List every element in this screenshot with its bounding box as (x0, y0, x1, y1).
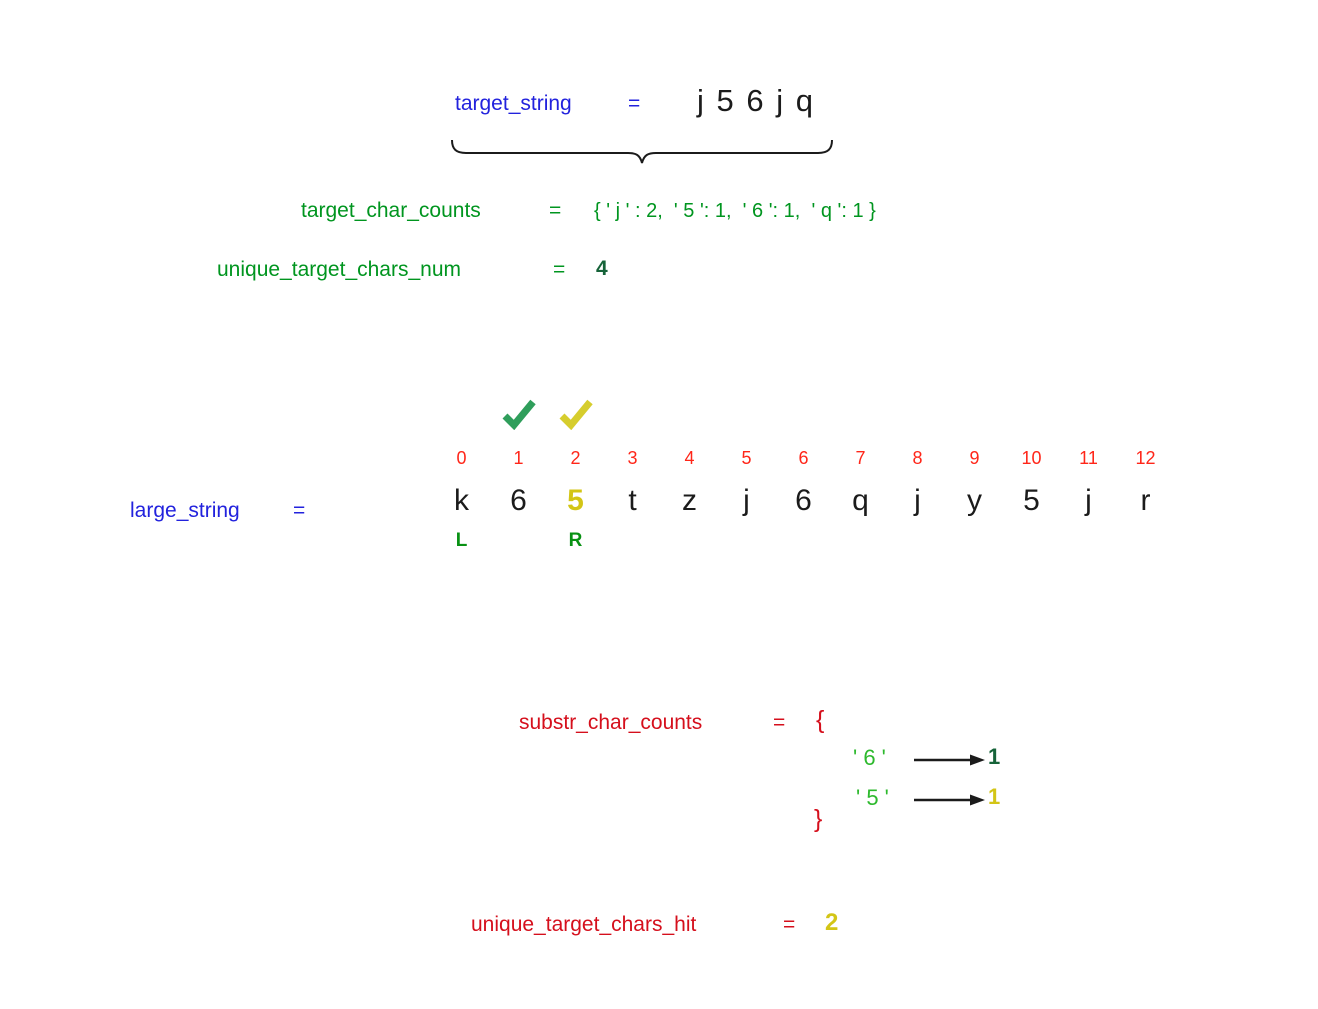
underbrace (451, 139, 833, 164)
char-row: k 6 5 t z j 6 q j y 5 j r (433, 484, 1174, 526)
arrow-right-icon (914, 754, 985, 766)
large-string-label: large_string (130, 499, 240, 522)
char-cell: j (914, 484, 921, 517)
index-label: 8 (912, 448, 923, 468)
char-cell: y (967, 484, 982, 517)
char-cell: t (628, 484, 637, 517)
index-label: 10 (1021, 448, 1042, 468)
index-label: 11 (1079, 448, 1098, 468)
index-label: 2 (570, 448, 581, 468)
char-cell: q (852, 484, 869, 517)
unique-target-chars-hit-label: unique_target_chars_hit (471, 913, 697, 936)
index-label: 12 (1135, 448, 1156, 468)
index-row: 0 1 2 3 4 5 6 7 8 9 10 11 12 (433, 448, 1174, 470)
target-char-counts-equals: = (549, 199, 562, 222)
unique-target-chars-hit-value: 2 (825, 909, 839, 936)
left-pointer: L (455, 530, 468, 551)
char-cell: z (682, 484, 697, 517)
target-string-value: j 5 6 j q (697, 83, 815, 118)
substr-char-counts-equals: = (773, 711, 786, 734)
char-cell: 6 (510, 484, 527, 517)
char-cell: j (743, 484, 750, 517)
large-string-equals: = (293, 499, 306, 522)
index-label: 6 (798, 448, 809, 468)
substr-close-brace: } (814, 805, 823, 833)
index-label: 4 (684, 448, 695, 468)
substr-entry-key: ' 5 ' (856, 785, 889, 810)
index-label: 0 (456, 448, 467, 468)
index-label: 3 (627, 448, 638, 468)
arrow-right-icon (914, 794, 985, 806)
check-green-icon (490, 398, 547, 432)
right-pointer: R (568, 530, 583, 551)
target-string-label: target_string (455, 92, 572, 115)
char-cell: 6 (795, 484, 812, 517)
pointer-row: L R (433, 530, 1174, 552)
unique-target-chars-num-equals: = (553, 258, 566, 281)
unique-target-chars-hit-equals: = (783, 913, 796, 936)
target-char-counts-value: { ' j ' : 2, ' 5 ': 1, ' 6 ': 1, ' q ': … (594, 200, 876, 222)
index-label: 9 (969, 448, 980, 468)
substr-entry-key: ' 6 ' (853, 745, 886, 770)
substr-entry-value: 1 (988, 744, 1001, 769)
index-label: 1 (513, 448, 524, 468)
unique-target-chars-num-value: 4 (596, 257, 608, 280)
substr-char-counts-label: substr_char_counts (519, 711, 703, 734)
char-cell: j (1085, 484, 1092, 517)
check-yellow-icon (547, 398, 604, 432)
substr-entry-value: 1 (988, 784, 1001, 809)
index-label: 7 (855, 448, 866, 468)
large-string-grid: 0 1 2 3 4 5 6 7 8 9 10 11 12 k 6 5 t z j… (433, 398, 1174, 552)
substr-open-brace: { (816, 706, 825, 734)
target-string-equals: = (628, 92, 641, 115)
char-cell: r (1140, 484, 1151, 517)
checkmark-row (433, 398, 1174, 432)
char-cell: 5 (1023, 484, 1040, 517)
index-label: 5 (741, 448, 752, 468)
unique-target-chars-num-label: unique_target_chars_num (217, 258, 462, 281)
target-char-counts-label: target_char_counts (301, 199, 481, 222)
char-cell-highlighted: 5 (567, 484, 584, 517)
char-cell: k (454, 484, 469, 517)
